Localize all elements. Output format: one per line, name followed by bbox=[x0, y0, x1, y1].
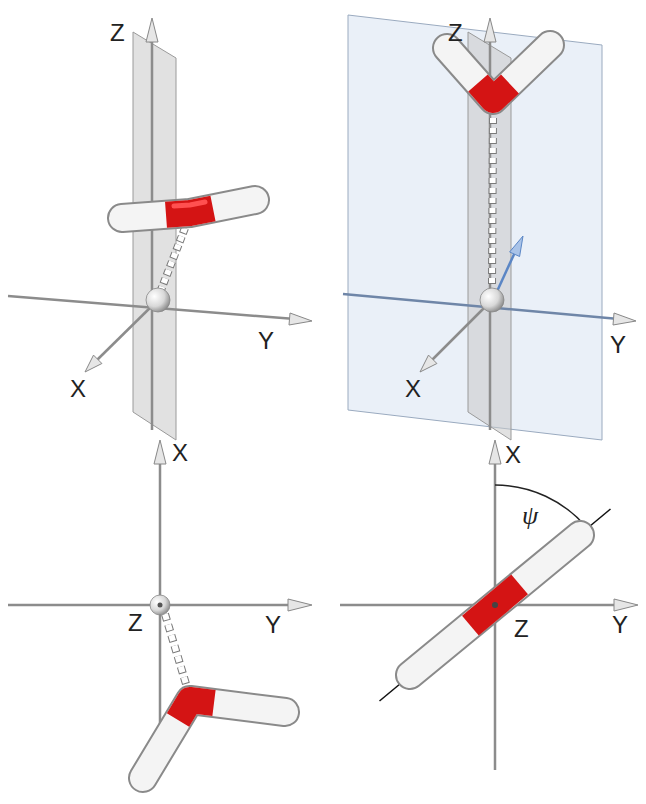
plane bbox=[468, 32, 511, 440]
atom-sphere bbox=[480, 288, 504, 312]
axis-label: Z bbox=[448, 20, 463, 46]
arrow-head bbox=[288, 599, 312, 611]
atom-sphere bbox=[146, 288, 170, 312]
panel-top-right bbox=[343, 15, 636, 440]
water-outline bbox=[122, 200, 255, 218]
arrow-head bbox=[289, 313, 312, 325]
arrow-head bbox=[146, 18, 158, 42]
hydrogen-bond bbox=[492, 118, 493, 287]
axis-label: Y bbox=[265, 612, 281, 638]
hydrogen-bond bbox=[161, 228, 185, 290]
water-outline bbox=[143, 700, 285, 778]
axis-label: Y bbox=[258, 328, 274, 354]
arrow-head bbox=[85, 355, 102, 372]
hydrogen-arm bbox=[143, 700, 285, 778]
axis-label: Z bbox=[110, 20, 125, 46]
x-axis bbox=[97, 300, 158, 360]
arrow-head bbox=[510, 236, 523, 257]
arrow-head bbox=[484, 18, 496, 42]
water-outline bbox=[410, 535, 580, 675]
arrow-head bbox=[489, 440, 501, 464]
x-axis bbox=[432, 300, 492, 360]
molecule-axis-line bbox=[380, 509, 611, 701]
axis-label: X bbox=[172, 440, 188, 466]
blue-plane bbox=[348, 15, 602, 440]
plane bbox=[133, 32, 176, 440]
arrow-head bbox=[420, 355, 437, 372]
panel-bottom-right bbox=[340, 440, 638, 770]
arrow-head bbox=[613, 313, 636, 325]
atom-sphere bbox=[150, 595, 170, 615]
oxygen bbox=[166, 208, 213, 214]
oxygen-highlight bbox=[174, 202, 205, 206]
hydrogen-bond bbox=[161, 228, 185, 290]
hydrogen-arm bbox=[447, 45, 550, 100]
hydrogen-bond bbox=[492, 118, 493, 287]
panel-top-left bbox=[8, 18, 312, 440]
panel-bottom-left bbox=[8, 440, 312, 778]
axis-label: X bbox=[70, 376, 86, 402]
arrow-head bbox=[154, 440, 166, 464]
hydrogen-bond bbox=[165, 614, 186, 684]
hydrogen-bond bbox=[165, 614, 186, 684]
angle-label: ψ bbox=[522, 503, 538, 529]
z-axis bbox=[151, 40, 154, 430]
axis-label: X bbox=[405, 376, 421, 402]
water-outline bbox=[447, 45, 550, 100]
hydrogen-arm bbox=[122, 200, 255, 218]
axis-label: Z bbox=[128, 610, 143, 636]
axis-label: X bbox=[505, 442, 521, 468]
arrow-head bbox=[614, 599, 638, 611]
axis-point bbox=[492, 602, 498, 608]
oxygen bbox=[478, 83, 510, 100]
oxygen bbox=[178, 700, 214, 720]
hydrogen-arm bbox=[410, 535, 580, 675]
axis-label: Y bbox=[612, 612, 628, 638]
angle-arc bbox=[495, 485, 587, 528]
axis-label: Z bbox=[512, 616, 531, 642]
y-axis bbox=[8, 604, 290, 607]
y-axis bbox=[343, 294, 616, 319]
axis-label: Y bbox=[610, 332, 626, 358]
axis-point bbox=[158, 603, 163, 608]
